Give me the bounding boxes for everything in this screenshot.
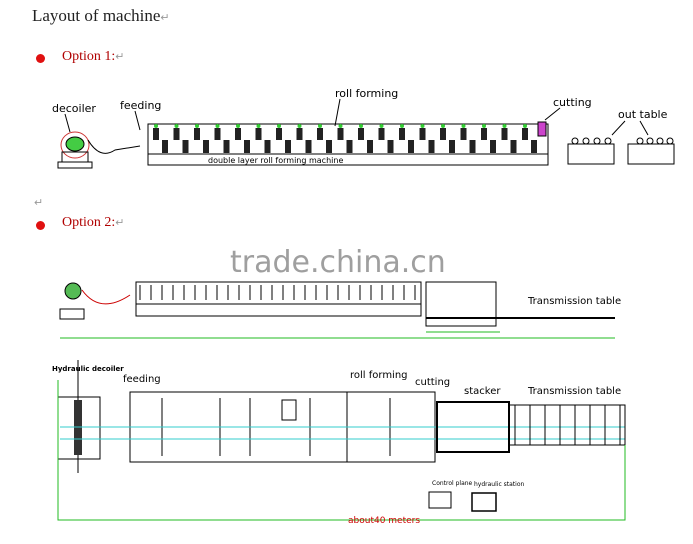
roller-lower bbox=[326, 140, 332, 153]
roller-marker bbox=[236, 124, 240, 128]
bullet-icon bbox=[36, 221, 45, 230]
label-transmission-side: Transmission table bbox=[527, 296, 621, 307]
out-table-1 bbox=[567, 143, 615, 165]
roller-lower bbox=[285, 140, 291, 153]
roller-upper bbox=[235, 128, 241, 140]
roller-lower bbox=[162, 140, 168, 153]
roller-lower bbox=[182, 140, 189, 153]
roller-lower bbox=[244, 140, 250, 153]
roller-upper bbox=[378, 128, 385, 140]
roller-marker bbox=[338, 124, 343, 128]
roller-upper bbox=[153, 128, 159, 140]
label-out-table: out table bbox=[618, 108, 668, 121]
option2-plan-view: Hydraulic decoiler feeding roll forming … bbox=[52, 360, 626, 526]
roller-lower bbox=[203, 140, 209, 153]
cutter bbox=[537, 121, 547, 137]
roller-marker bbox=[297, 124, 302, 128]
roller-upper bbox=[481, 128, 487, 140]
roller-marker bbox=[441, 124, 445, 128]
label-cutting-plan: cutting bbox=[415, 377, 450, 388]
decoiler bbox=[57, 131, 93, 169]
roller-marker bbox=[195, 124, 199, 128]
option1-diagram: decoiler feeding double layer roll formi… bbox=[52, 87, 675, 169]
roller-upper bbox=[522, 128, 528, 140]
roller-upper bbox=[460, 128, 467, 140]
paragraph-mark: ↵ bbox=[115, 51, 125, 63]
roller-stations-side bbox=[139, 285, 416, 300]
out-table-2 bbox=[627, 143, 675, 165]
paragraph-mark: ↵ bbox=[160, 12, 170, 24]
label-decoiler: decoiler bbox=[52, 102, 96, 115]
roller-upper bbox=[358, 128, 364, 140]
roller-lower bbox=[387, 140, 394, 153]
roller-upper bbox=[173, 128, 180, 140]
label-machine: double layer roll forming machine bbox=[208, 156, 343, 165]
roller-lower bbox=[490, 140, 496, 153]
roller-marker bbox=[420, 124, 425, 128]
label-feeding: feeding bbox=[120, 99, 161, 112]
roller-lower bbox=[469, 140, 476, 153]
machine-base bbox=[147, 153, 549, 166]
roller-marker bbox=[482, 124, 486, 128]
hydraulic-station bbox=[471, 492, 497, 512]
label-feeding-plan: feeding bbox=[123, 374, 161, 385]
roller-marker bbox=[174, 124, 179, 128]
roller-marker bbox=[215, 124, 220, 128]
roller-lower bbox=[223, 140, 230, 153]
paragraph-mark: ↵ bbox=[115, 217, 125, 229]
roller-upper bbox=[399, 128, 405, 140]
bullet-icon bbox=[36, 54, 45, 63]
roller-marker bbox=[359, 124, 363, 128]
roller-marker bbox=[502, 124, 507, 128]
label-cutting: cutting bbox=[553, 96, 592, 109]
roller-upper bbox=[214, 128, 221, 140]
roller-lower bbox=[449, 140, 455, 153]
roller-marker bbox=[523, 124, 527, 128]
label-control-plane: Control plane bbox=[432, 480, 473, 487]
roller-lower bbox=[531, 140, 537, 153]
roller-marker bbox=[256, 124, 261, 128]
roller-lower bbox=[264, 140, 271, 153]
label-transmission-plan: Transmission table bbox=[527, 386, 621, 397]
roller-marker bbox=[400, 124, 404, 128]
label-roll-forming-plan: roll forming bbox=[350, 370, 408, 381]
roller-lower bbox=[408, 140, 414, 153]
roller-marker bbox=[154, 124, 158, 128]
roller-upper bbox=[296, 128, 303, 140]
label-hydraulic-decoiler: Hydraulic decoiler bbox=[52, 365, 124, 373]
page-title: Layout of machine↵ bbox=[32, 6, 170, 26]
roller-upper bbox=[317, 128, 323, 140]
option1-heading: Option 1:↵ bbox=[62, 49, 125, 65]
option2-heading: Option 2:↵ bbox=[62, 215, 125, 231]
paragraph-mark: ↵ bbox=[34, 197, 44, 209]
watermark: trade.china.cn bbox=[230, 245, 446, 280]
roller-lower bbox=[510, 140, 517, 153]
roller-upper bbox=[440, 128, 446, 140]
roller-marker bbox=[277, 124, 281, 128]
roller-marker bbox=[318, 124, 322, 128]
roller-upper bbox=[194, 128, 200, 140]
control-plane bbox=[428, 491, 452, 509]
option2-side-view: trade.china.cn Transmission table bbox=[59, 245, 621, 339]
roller-upper bbox=[276, 128, 282, 140]
option1-label: Option 1: bbox=[62, 49, 116, 64]
roller-marker bbox=[461, 124, 466, 128]
roller-upper bbox=[419, 128, 426, 140]
option2-label: Option 2: bbox=[62, 215, 116, 230]
label-length: about40 meters bbox=[348, 516, 420, 526]
roller-lower bbox=[367, 140, 373, 153]
roller-stations bbox=[153, 124, 537, 153]
label-roll-forming: roll forming bbox=[335, 87, 398, 100]
label-stacker: stacker bbox=[464, 386, 501, 397]
roller-lower bbox=[305, 140, 312, 153]
roller-upper bbox=[337, 128, 344, 140]
roller-lower bbox=[428, 140, 435, 153]
roller-lower bbox=[346, 140, 353, 153]
roller-upper bbox=[501, 128, 508, 140]
title-text: Layout of machine bbox=[32, 6, 161, 25]
label-hydraulic-station: hydraulic station bbox=[474, 481, 524, 488]
roller-marker bbox=[379, 124, 384, 128]
roller-upper bbox=[255, 128, 262, 140]
